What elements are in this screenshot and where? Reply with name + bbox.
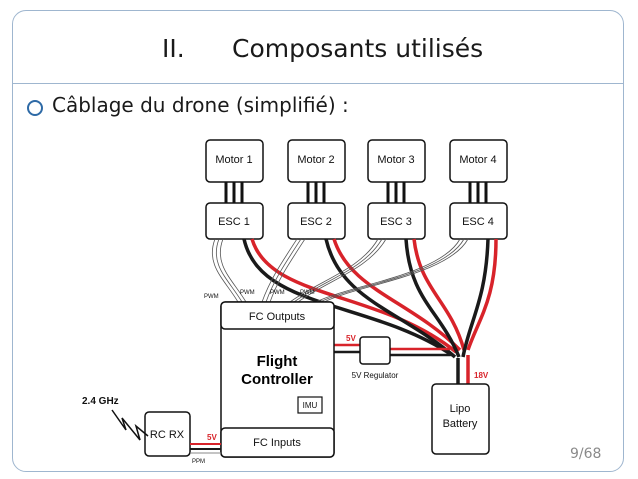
section-number: II. bbox=[162, 34, 185, 63]
esc-2: ESC 2 bbox=[287, 202, 346, 240]
esc-3-label: ESC 3 bbox=[380, 216, 412, 228]
esc-1: ESC 1 bbox=[205, 202, 264, 240]
motor-2: Motor 2 bbox=[287, 139, 346, 183]
motor-3: Motor 3 bbox=[367, 139, 426, 183]
pwm-label-2: PWM bbox=[240, 290, 255, 296]
esc-1-label: ESC 1 bbox=[218, 216, 250, 228]
pwm-label-3: PWM bbox=[270, 290, 285, 296]
18v-label: 18V bbox=[474, 371, 489, 380]
fc-outputs-label: FC Outputs bbox=[249, 311, 306, 323]
motor-1: Motor 1 bbox=[205, 139, 264, 183]
ppm-label: PPM bbox=[192, 459, 205, 465]
pwm-signal-wires bbox=[211, 238, 469, 303]
battery-label-line-1: Lipo bbox=[450, 403, 471, 415]
esc-4: ESC 4 bbox=[449, 202, 508, 240]
radio-frequency-label: 2.4 GHz bbox=[82, 396, 119, 407]
bullet-circle-icon bbox=[27, 100, 43, 116]
motor-1-label: Motor 1 bbox=[215, 154, 252, 166]
5v-label-rx: 5V bbox=[207, 433, 217, 442]
lipo-battery: Lipo Battery bbox=[431, 383, 490, 455]
slide-frame bbox=[12, 10, 624, 472]
motor-4: Motor 4 bbox=[449, 139, 508, 183]
motor-esc-wires bbox=[224, 182, 488, 203]
esc-2-label: ESC 2 bbox=[300, 216, 332, 228]
page-number: 9/68 bbox=[570, 446, 602, 462]
slide-title: Composants utilisés bbox=[232, 34, 484, 63]
rc-receiver: RC RX bbox=[144, 411, 191, 457]
pwm-label-1: PWM bbox=[204, 294, 219, 300]
5v-label-regulator: 5V bbox=[346, 334, 356, 343]
flight-controller: FC Outputs Flight Controller IMU FC Inpu… bbox=[220, 301, 335, 458]
motor-3-label: Motor 3 bbox=[377, 154, 414, 166]
title-bar bbox=[12, 10, 624, 84]
bullet-text: Câblage du drone (simplifié) : bbox=[52, 93, 349, 117]
motor-2-label: Motor 2 bbox=[297, 154, 334, 166]
regulator-label: 5V Regulator bbox=[352, 371, 399, 380]
fc-title-line-2: Controller bbox=[241, 371, 313, 388]
battery-label-line-2: Battery bbox=[443, 418, 478, 430]
motor-4-label: Motor 4 bbox=[459, 154, 496, 166]
voltage-regulator: 5V Regulator bbox=[352, 336, 399, 380]
antenna-icon bbox=[111, 409, 149, 441]
imu-label: IMU bbox=[303, 401, 318, 410]
rx-fc-wires bbox=[190, 443, 221, 454]
rc-rx-label: RC RX bbox=[150, 429, 185, 441]
fc-inputs-label: FC Inputs bbox=[253, 437, 301, 449]
esc-4-label: ESC 4 bbox=[462, 216, 494, 228]
esc-3: ESC 3 bbox=[367, 202, 426, 240]
fc-title-line-1: Flight bbox=[257, 353, 298, 370]
pwm-label-4: PWM bbox=[300, 290, 315, 296]
